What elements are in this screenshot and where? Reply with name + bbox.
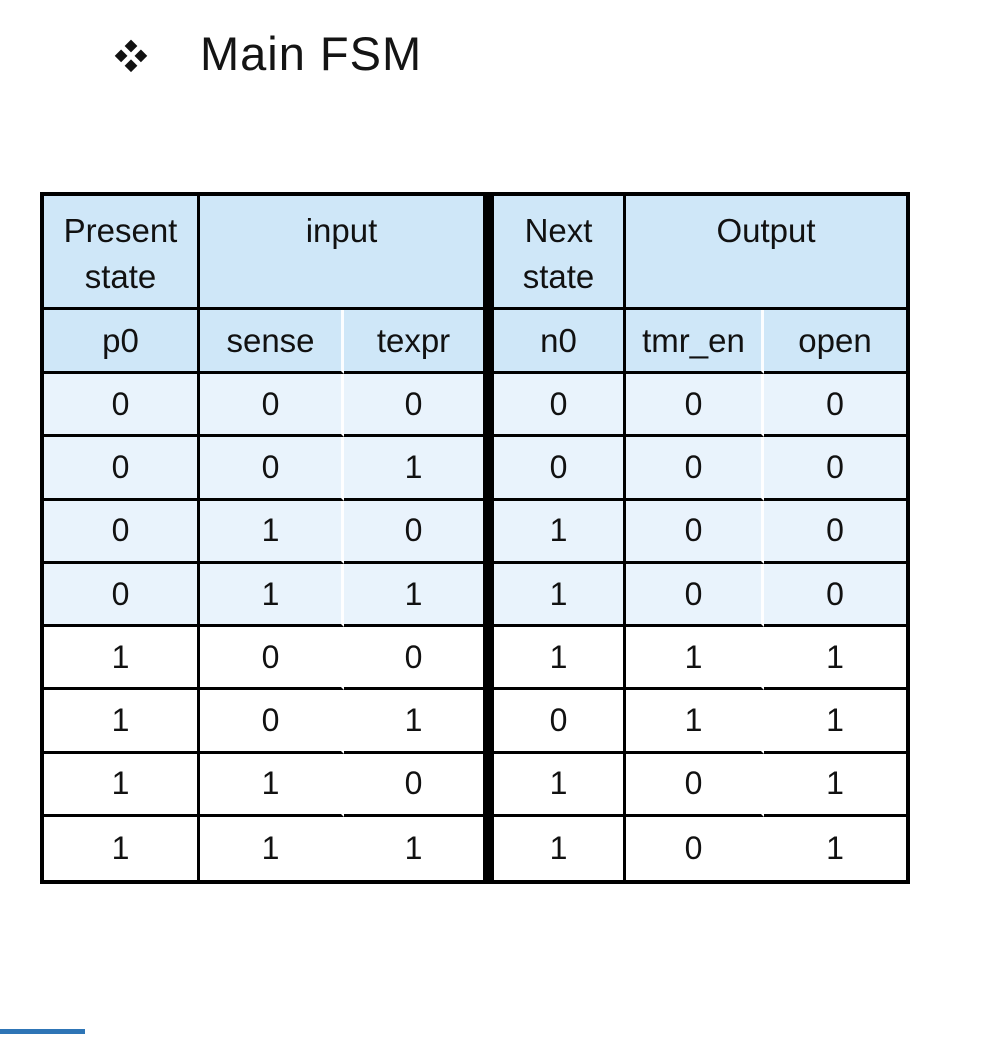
table-cell: 1 [44, 816, 200, 880]
table-cell: 1 [200, 563, 344, 627]
table-cell: 1 [344, 563, 483, 627]
group-header-present-state: Present state [44, 196, 200, 310]
group-header-next-state: Next state [494, 196, 626, 310]
table-cell: 1 [494, 753, 626, 817]
table-cell: 0 [44, 563, 200, 627]
table-cell: 0 [344, 374, 483, 438]
table-cell: 0 [626, 563, 764, 627]
table-cell: 0 [44, 437, 200, 501]
table-cell: 1 [44, 753, 200, 817]
table-cell: 1 [764, 816, 906, 880]
table-cell: 1 [764, 627, 906, 691]
table-cell: 1 [764, 753, 906, 817]
table-right-section: Next state Output n0 tmr_en open 0 0 0 0… [494, 196, 906, 880]
four-diamond-bullet-icon [113, 39, 150, 76]
table-cell: 0 [494, 437, 626, 501]
table-cell: 1 [44, 690, 200, 754]
table-cell: 0 [44, 374, 200, 438]
table-cell: 1 [344, 816, 483, 880]
table-cell: 0 [626, 500, 764, 564]
section-divider-bar [483, 196, 494, 880]
table-cell: 1 [494, 563, 626, 627]
table-cell: 0 [200, 437, 344, 501]
table-cell: 0 [764, 563, 906, 627]
column-header-tmr-en: tmr_en [626, 310, 764, 374]
table-cell: 1 [200, 753, 344, 817]
table-cell: 1 [200, 500, 344, 564]
table-cell: 0 [494, 374, 626, 438]
table-cell: 0 [344, 753, 483, 817]
table-cell: 0 [200, 374, 344, 438]
table-cell: 0 [764, 437, 906, 501]
table-cell: 1 [494, 816, 626, 880]
group-header-output: Output [626, 196, 906, 310]
table-cell: 0 [344, 627, 483, 691]
table-cell: 1 [200, 816, 344, 880]
table-cell: 0 [626, 437, 764, 501]
column-header-p0: p0 [44, 310, 200, 374]
group-header-input: input [200, 196, 483, 310]
table-cell: 1 [626, 690, 764, 754]
fsm-truth-table: Present state input p0 sense texpr 0 0 0… [40, 192, 910, 884]
table-cell: 0 [200, 627, 344, 691]
column-header-texpr: texpr [344, 310, 483, 374]
column-header-n0: n0 [494, 310, 626, 374]
slide-title: Main FSM [200, 27, 423, 80]
table-cell: 0 [626, 374, 764, 438]
column-header-open: open [764, 310, 906, 374]
table-cell: 0 [626, 753, 764, 817]
table-cell: 1 [764, 690, 906, 754]
slide-title-row: Main FSM [114, 26, 423, 81]
table-cell: 1 [494, 500, 626, 564]
table-cell: 0 [626, 816, 764, 880]
table-left-section: Present state input p0 sense texpr 0 0 0… [44, 196, 483, 880]
slide-accent-line [0, 1029, 85, 1034]
table-cell: 0 [764, 500, 906, 564]
table-cell: 1 [344, 690, 483, 754]
column-header-sense: sense [200, 310, 344, 374]
table-cell: 1 [494, 627, 626, 691]
table-cell: 0 [44, 500, 200, 564]
table-cell: 1 [626, 627, 764, 691]
table-cell: 0 [200, 690, 344, 754]
table-cell: 0 [764, 374, 906, 438]
table-cell: 1 [344, 437, 483, 501]
table-cell: 0 [494, 690, 626, 754]
table-cell: 1 [44, 627, 200, 691]
table-cell: 0 [344, 500, 483, 564]
